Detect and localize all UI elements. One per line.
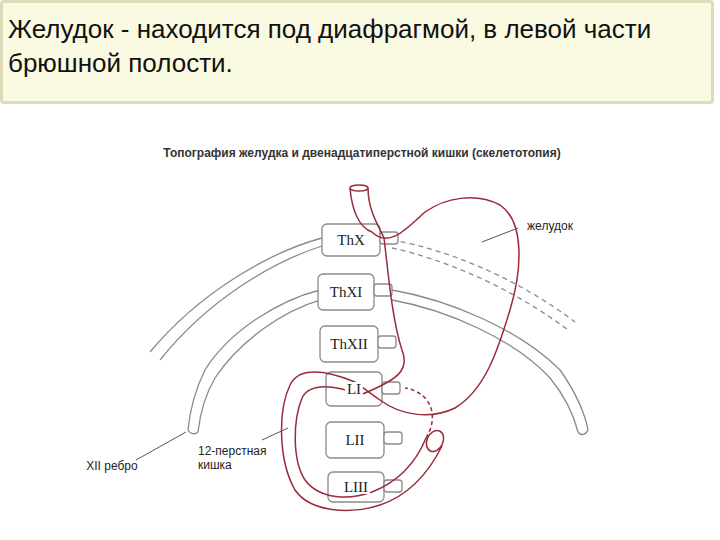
leader-lines [136,228,518,460]
duodenum-outline [282,372,447,510]
vertebra-label: LII [343,433,366,447]
vertebra-label: ThX [335,233,367,247]
vertebra-label: LI [345,382,363,396]
vertebra-label: ThXI [328,285,365,299]
vertebra-label: LIII [342,480,370,494]
organ-label: желудок [527,219,573,233]
figure-heading: Топография желудка и двенадцатиперстной … [163,146,560,160]
ribs [150,238,588,434]
organ-label: 12-перстная кишка [198,444,278,472]
bone-label: XII ребро [86,459,137,473]
vertebrae [318,224,402,502]
vertebra-label: ThXII [328,337,370,351]
slide-title: Желудок - находится под диафрагмой, в ле… [8,12,708,80]
stomach-outline [350,185,519,415]
